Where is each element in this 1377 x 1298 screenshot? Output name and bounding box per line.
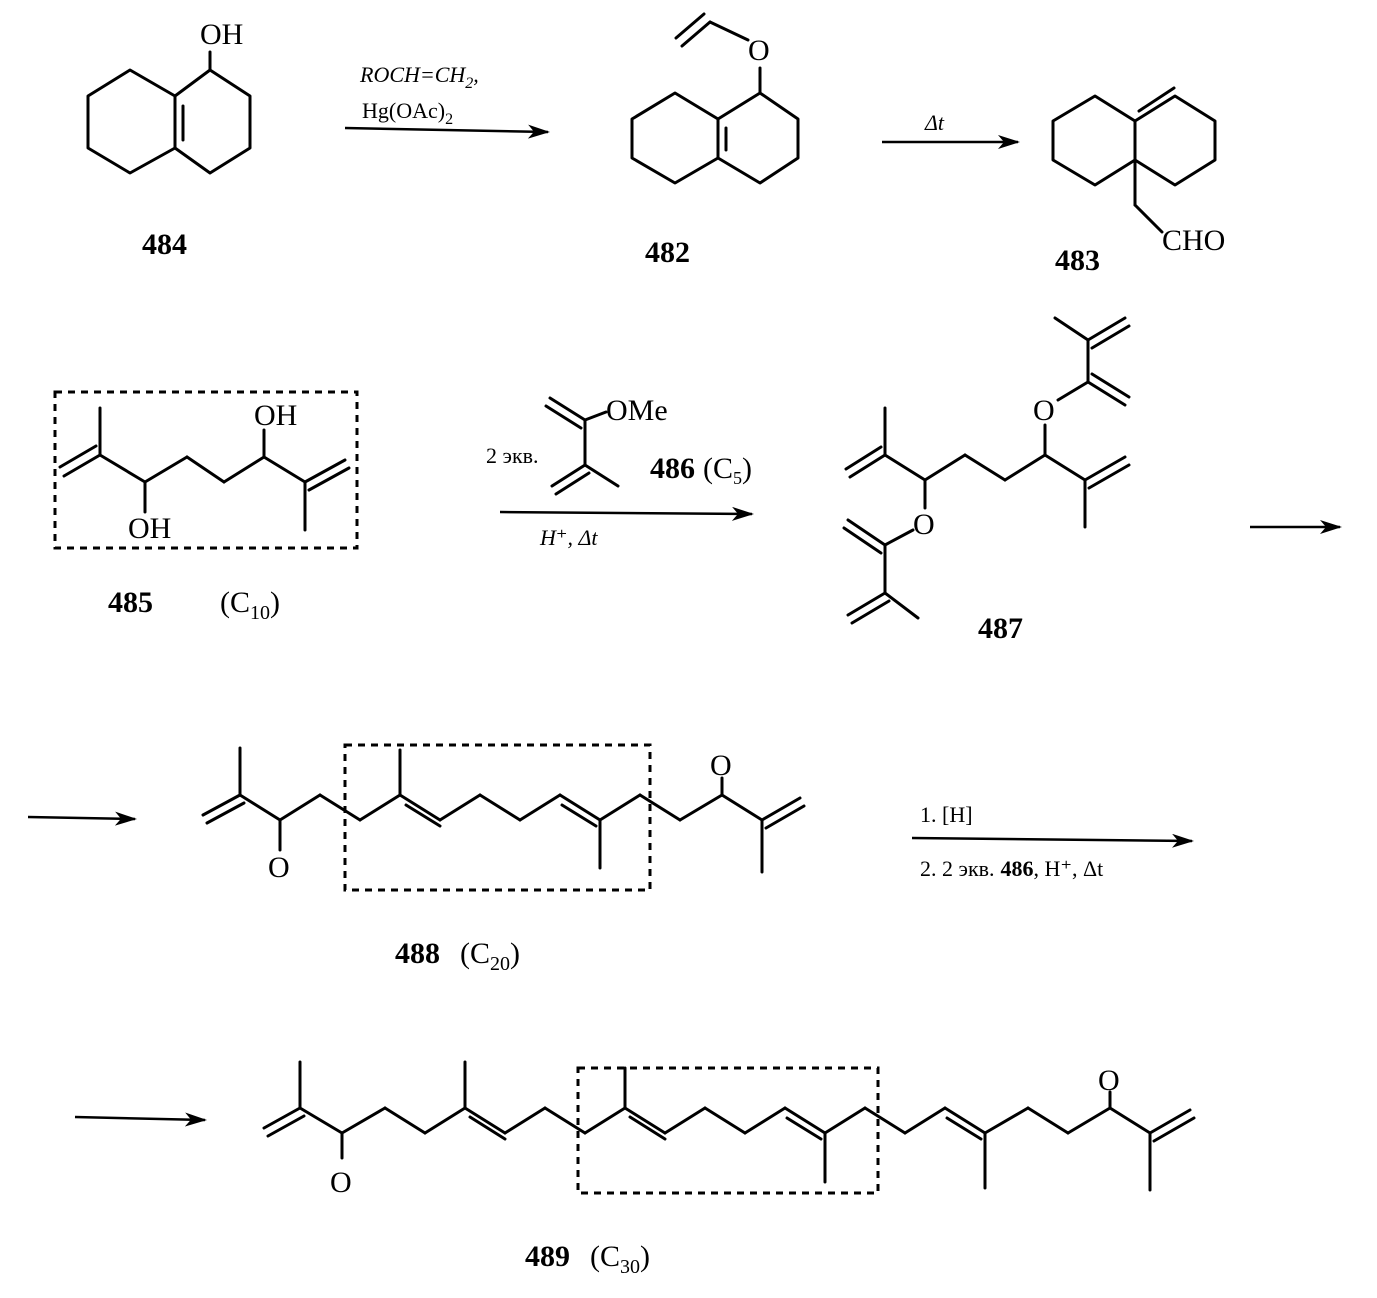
atom-o-488-a: O: [268, 851, 290, 884]
atom-ome-486: OMe: [606, 394, 668, 427]
dashed-box-489: [576, 1066, 880, 1195]
reagent-equiv-486: 2 экв.: [486, 443, 539, 468]
compound-label-482: 482: [645, 236, 690, 269]
atom-oh-485-a: OH: [128, 512, 171, 545]
reagent-heat: Δt: [924, 110, 945, 135]
structure-486: OMe: [544, 394, 668, 496]
structure-483: CHO 483: [1051, 86, 1225, 277]
compound-label-489: 489: [525, 1240, 570, 1273]
formula-489: (C30): [590, 1240, 650, 1278]
dashed-box-488: [343, 743, 652, 892]
compound-label-484: 484: [142, 228, 187, 261]
reagent-mercury-acetate: Hg(OAc)2: [362, 98, 453, 128]
reagent-vinyl-ether: ROCH=CH2,: [359, 62, 479, 92]
atom-o-488-b: O: [710, 749, 732, 782]
atom-o-487-a: O: [913, 508, 935, 541]
arrow-step-3: OMe 2 экв. 486(C5) H⁺, Δt: [486, 394, 754, 550]
structure-482: O 482: [630, 12, 800, 269]
compound-label-485: 485: [108, 586, 153, 619]
compound-label-483: 483: [1055, 244, 1100, 277]
structure-484: OH 484: [86, 18, 252, 261]
reagent-label-486: 486(C5): [650, 452, 752, 488]
arrow-continue-2: [74, 1112, 207, 1127]
structure-487: O O 487: [842, 316, 1131, 645]
atom-oh-484: OH: [200, 18, 243, 51]
atom-o-489-b: O: [1098, 1064, 1120, 1097]
arrow-step-5: 1. [H] 2. 2 экв.486, H⁺, Δt: [911, 802, 1194, 881]
arrow-step-2: Δt: [882, 110, 1020, 149]
compound-label-488: 488: [395, 937, 440, 970]
compound-label-487: 487: [978, 612, 1023, 645]
arrow-continue-1-in: [27, 811, 137, 826]
formula-485: (C10): [220, 586, 280, 624]
structure-489: O O 489 (C30): [262, 1060, 1196, 1278]
arrow-step-1: ROCH=CH2, Hg(OAc)2: [344, 62, 550, 139]
structure-485: OH OH 485 (C10): [53, 390, 359, 624]
formula-488: (C20): [460, 937, 520, 975]
atom-oh-485-b: OH: [254, 399, 297, 432]
reagent-step5-cond: 2. 2 экв.486, H⁺, Δt: [920, 856, 1103, 881]
atom-cho-483: CHO: [1162, 224, 1225, 257]
atom-o-482: O: [748, 34, 770, 67]
atom-o-487-b: O: [1033, 394, 1055, 427]
reagent-acid-heat-3: H⁺, Δt: [539, 525, 598, 550]
structure-488: O O 488 (C20): [201, 743, 806, 975]
reagent-reduction: 1. [H]: [920, 802, 973, 827]
dashed-box-485: [53, 390, 359, 550]
atom-o-489-a: O: [330, 1166, 352, 1199]
